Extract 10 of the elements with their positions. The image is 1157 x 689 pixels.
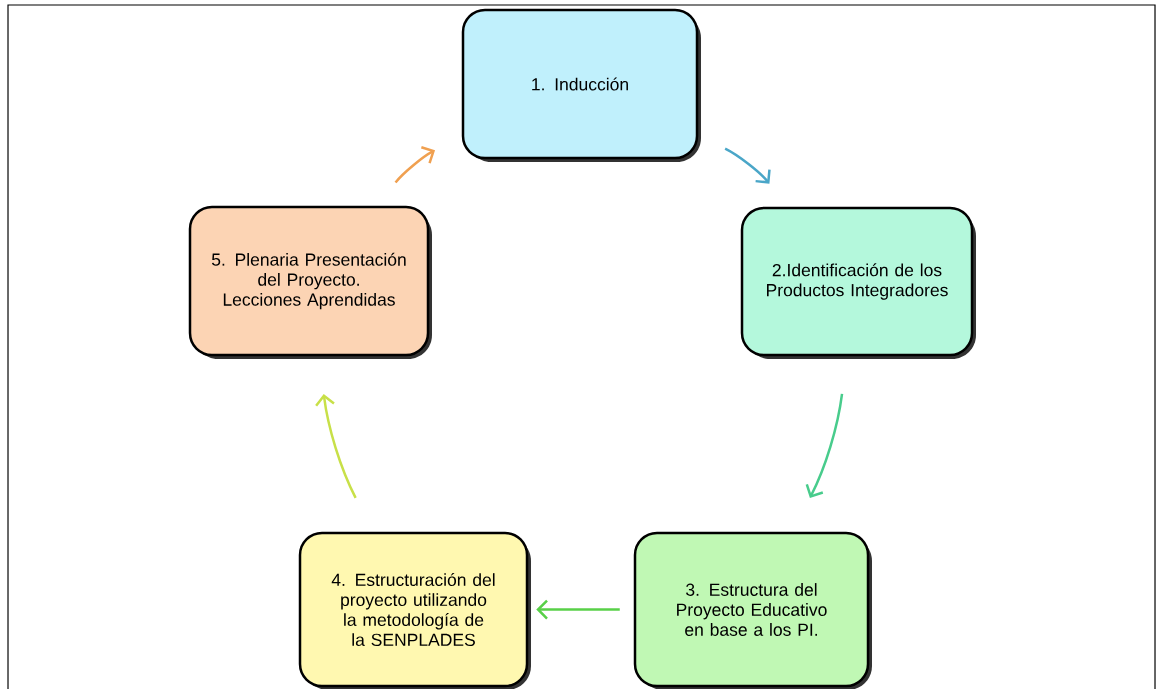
process-box: 3. Estructura del Proyecto Educativo en base a los PI.	[633, 531, 872, 689]
arrow	[724, 147, 771, 184]
process-box: 1. Inducción	[461, 8, 701, 162]
process-box: 4. Estructuración del proyecto utilizando la metodología de la SENPLADES	[298, 531, 531, 689]
process-box: 5. Plenaria Presentación del Proyecto. Lecciones Aprendidas	[188, 205, 432, 359]
arrow	[536, 599, 620, 620]
arrow	[394, 146, 436, 184]
arrow	[315, 393, 357, 499]
process-box: 2.Identificación de los Productos Integradores	[740, 206, 976, 359]
arrow	[805, 393, 844, 498]
